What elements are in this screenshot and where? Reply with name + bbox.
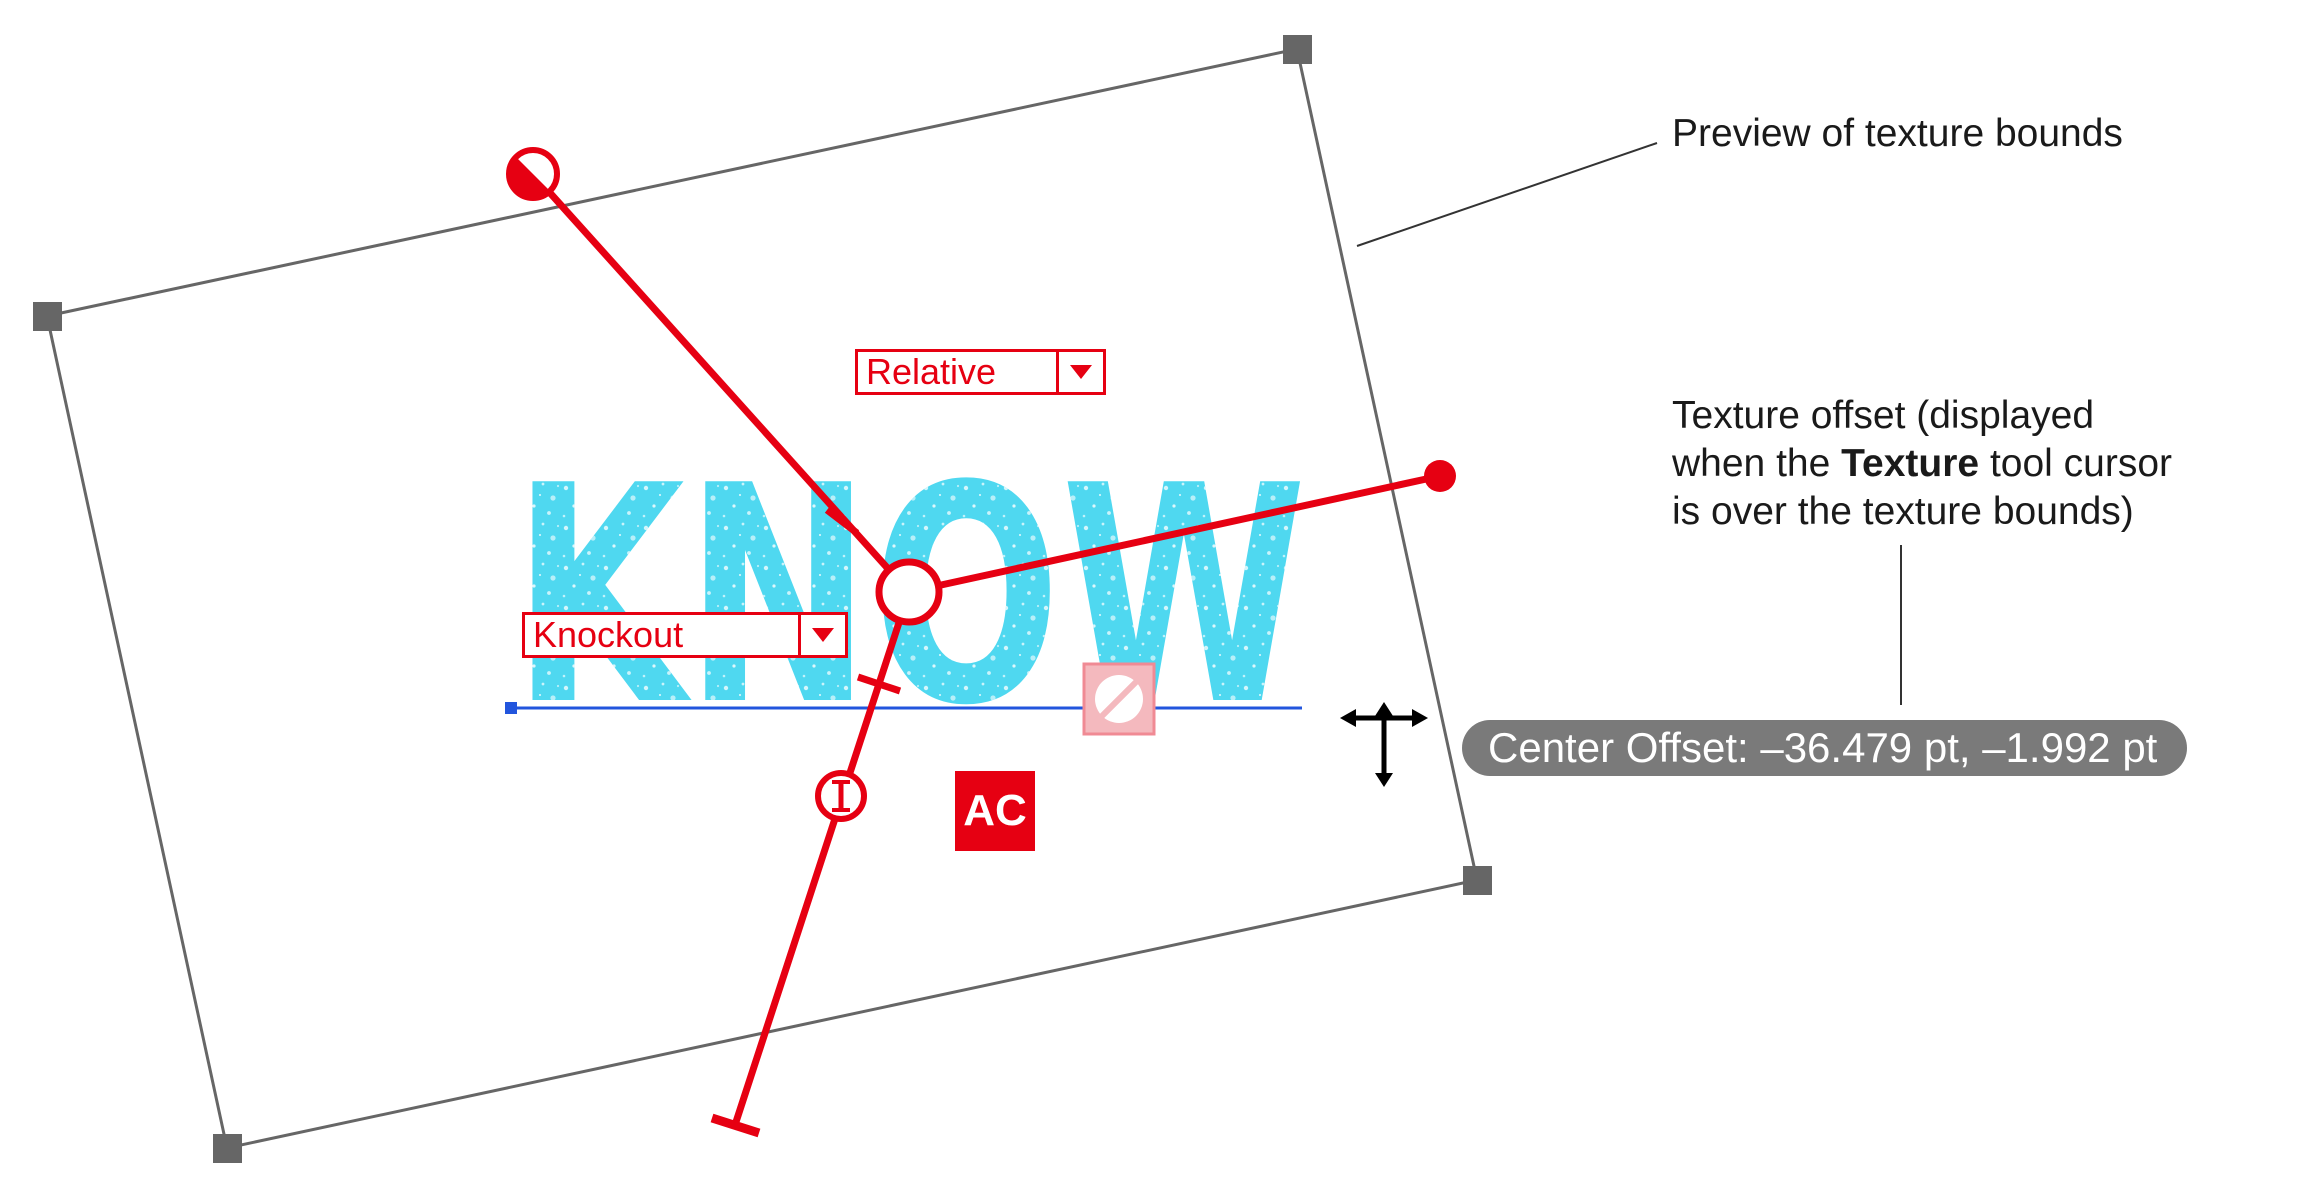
move-cursor-icon [1340,702,1428,787]
chevron-down-icon[interactable] [1056,352,1103,392]
annotation-texture-tool-name: Texture [1841,442,1980,485]
vertical-tick [856,673,902,695]
texture-transform-widget[interactable] [506,147,1456,1138]
blend-mode-dropdown[interactable]: Relative [855,349,1106,395]
vertical-end-cap[interactable] [710,1113,761,1138]
rotate-handle-fill [508,157,550,199]
annotation-line-3: is over the texture bounds) [1672,490,2134,533]
no-texture-icon[interactable] [1082,662,1156,736]
baseline-anchor[interactable] [505,702,517,714]
scale-handle[interactable] [1424,460,1456,492]
annotation-line-1: Texture offset (displayed [1672,394,2095,437]
knockout-value: Knockout [533,614,684,655]
annotation-line-2-suffix: tool cursor [1979,442,2173,485]
annotation-line-2-prefix: when the [1672,442,1842,485]
horizontal-scale-arm [908,472,1441,596]
bounds-corner-handle-tl[interactable] [33,302,62,331]
ac-badge[interactable]: AC [955,771,1035,851]
rotation-tick [824,507,860,536]
center-handle[interactable] [875,558,943,626]
texture-bounds-annotation: Preview of texture bounds [1672,112,2123,155]
center-offset-readout: Center Offset: –36.479 pt, –1.992 pt [1462,720,2188,776]
blend-mode-value: Relative [866,351,997,392]
annotation-line-2: when the Texture tool cursor [1672,440,2172,488]
knockout-dropdown[interactable]: Knockout [522,612,848,658]
bounds-corner-handle-tr[interactable] [1283,35,1312,64]
chevron-down-icon[interactable] [798,615,845,655]
bounds-corner-handle-bl[interactable] [213,1134,242,1163]
bounds-corner-handle-br[interactable] [1463,866,1492,895]
bounds-leader-line [1356,142,1658,247]
texture-offset-annotation: Texture offset (displayed when the Textu… [1672,392,2172,536]
